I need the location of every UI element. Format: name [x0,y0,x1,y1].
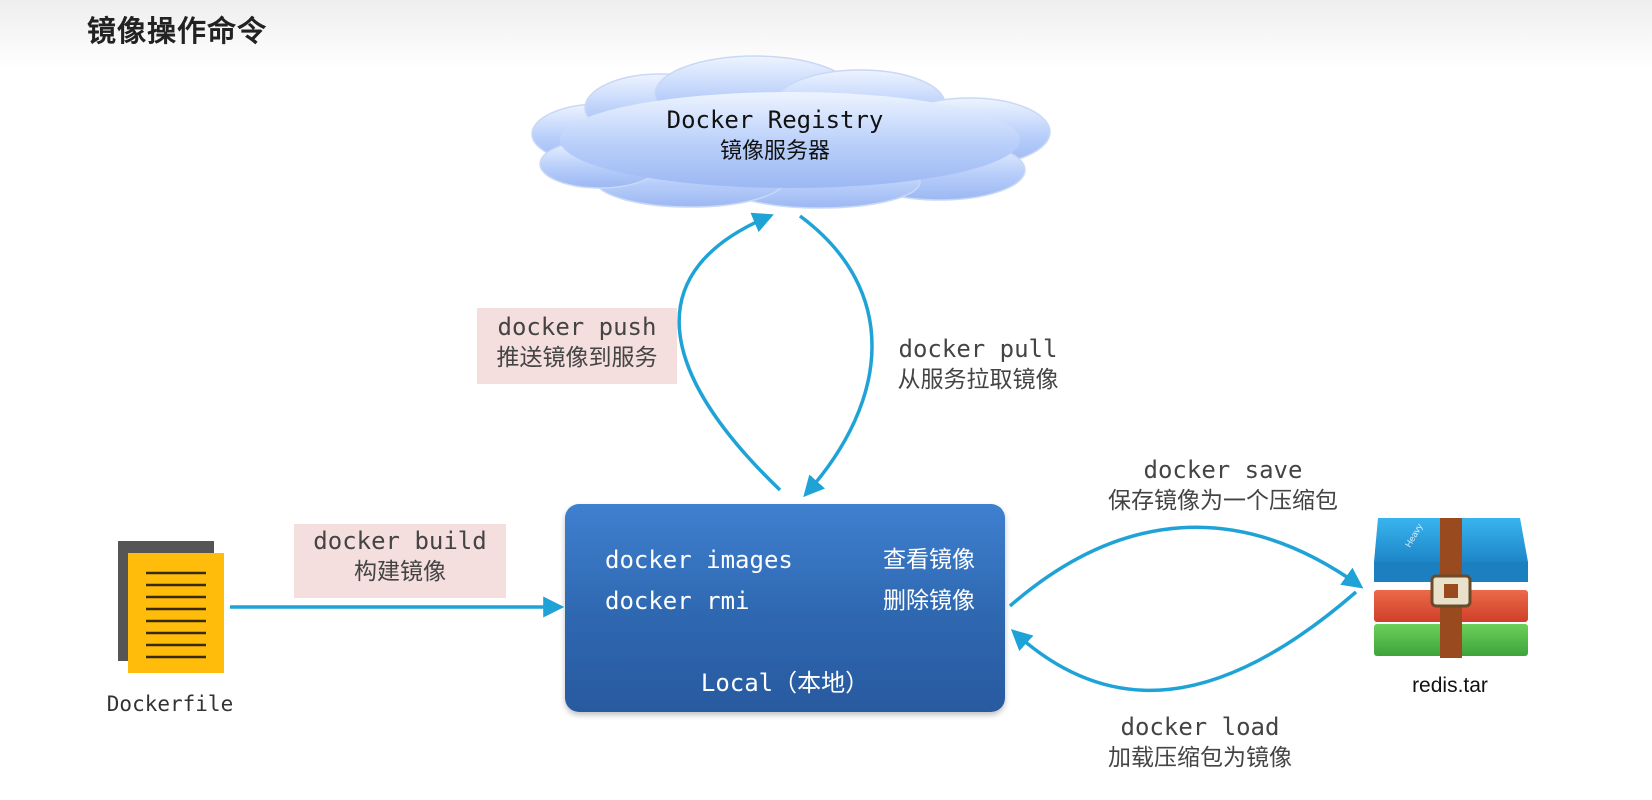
registry-cloud [531,55,1051,209]
pull-arrow [798,214,874,498]
registry-label: Docker Registry 镜像服务器 [620,104,930,168]
title-bar [0,0,1652,70]
push-label: docker push 推送镜像到服务 [477,308,677,384]
load-description: 加载压缩包为镜像 [1108,745,1292,771]
page-title: 镜像操作命令 [87,14,268,48]
build-label: docker build 构建镜像 [294,524,506,598]
images-description: 查看镜像 [883,547,975,573]
push-command: docker push [497,313,657,341]
save-command: docker save [1143,456,1303,484]
push-description: 推送镜像到服务 [496,345,658,371]
build-description: 构建镜像 [354,559,446,585]
rmi-description: 删除镜像 [883,588,975,614]
dockerfile-caption: Dockerfile [106,692,234,716]
save-label: docker save 保存镜像为一个压缩包 [1088,455,1358,517]
local-command-row: docker images 查看镜像 [605,540,975,580]
load-command: docker load [1120,713,1280,741]
rmi-command: docker rmi [605,587,750,615]
load-arrow [1010,590,1358,693]
local-box: docker images 查看镜像 docker rmi 删除镜像 Local… [565,504,1005,712]
pull-description: 从服务拉取镜像 [897,367,1059,393]
archive-caption: redis.tar [1412,674,1488,697]
load-label: docker load 加载压缩包为镜像 [1080,712,1320,774]
archive-icon: Heavy [1374,518,1528,658]
save-description: 保存镜像为一个压缩包 [1108,488,1338,514]
dockerfile-icon [118,541,224,673]
pull-command: docker pull [898,335,1058,363]
pull-label: docker pull 从服务拉取镜像 [888,334,1068,396]
images-command: docker images [605,546,793,574]
save-arrow [1008,525,1364,608]
registry-name: Docker Registry [666,106,884,134]
build-command: docker build [313,527,487,555]
local-command-row: docker rmi 删除镜像 [605,581,975,621]
local-label: Local（本地） [700,669,870,697]
registry-subtitle: 镜像服务器 [719,139,830,164]
push-arrow [677,212,782,492]
